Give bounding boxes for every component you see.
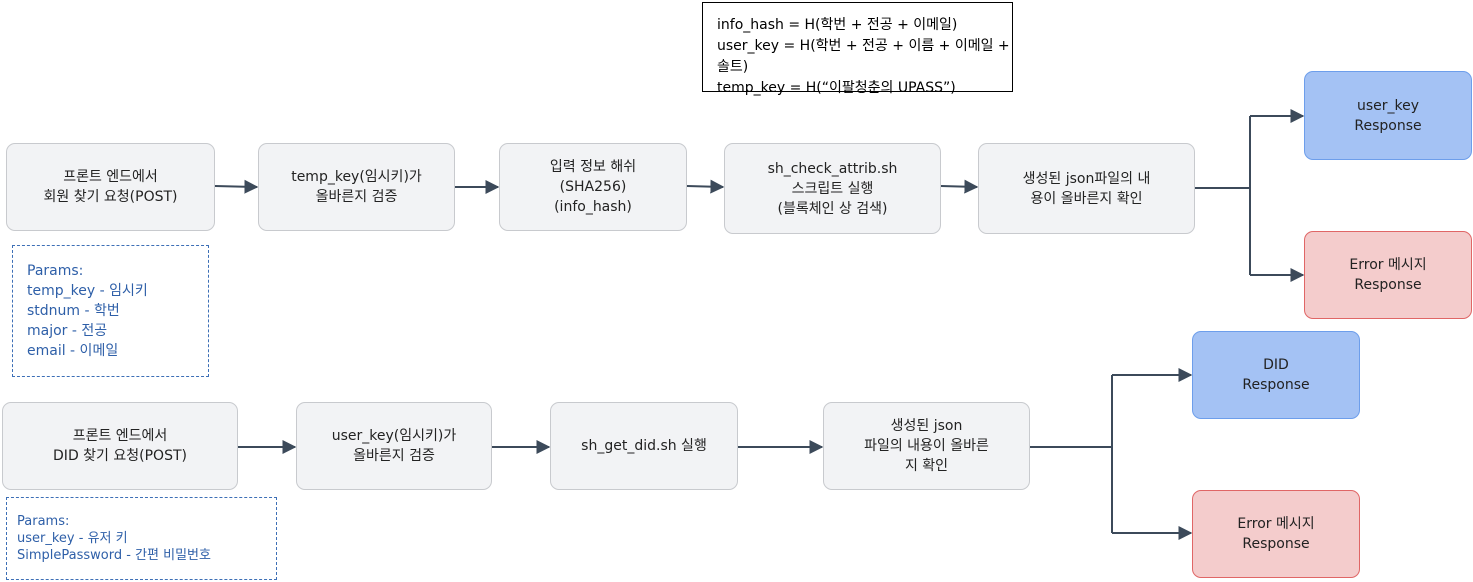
- node-line: 용이 올바른지 확인: [1030, 190, 1143, 207]
- f1-user-key-response: user_key Response: [1304, 71, 1472, 160]
- arrow-f1-1: [214, 179, 259, 194]
- f1-check-attrib-script: sh_check_attrib.sh 스크립트 실행 (블록체인 상 검색): [724, 143, 941, 234]
- node-line: 스크립트 실행: [791, 180, 874, 197]
- node-line: 생성된 json: [890, 418, 963, 434]
- f2-user-key-verify: user_key(임시키)가 올바른지 검증: [296, 402, 492, 490]
- node-line: 프론트 엔드에서: [63, 169, 158, 185]
- node-line: Error 메시지: [1349, 257, 1427, 273]
- params-line: Params:: [27, 263, 84, 279]
- arrow-f1-4: [940, 179, 979, 194]
- node-line: 올바른지 검증: [315, 189, 398, 205]
- node-line: 생성된 json파일의 내: [1022, 170, 1151, 187]
- node-line: sh_get_did.sh 실행: [581, 438, 707, 454]
- params-line: user_key - 유저 키: [17, 531, 128, 546]
- f2-json-validate: 생성된 json 파일의 내용이 올바른 지 확인: [823, 402, 1030, 490]
- f2-get-did-script: sh_get_did.sh 실행: [550, 402, 738, 490]
- node-line: temp_key(임시키)가: [291, 169, 422, 185]
- f1-temp-key-verify: temp_key(임시키)가 올바른지 검증: [258, 143, 455, 231]
- f2-did-response: DID Response: [1192, 331, 1360, 419]
- arrow-f1-3: [686, 179, 725, 194]
- f1-json-validate: 생성된 json파일의 내 용이 올바른지 확인: [978, 143, 1195, 234]
- node-line: DID 찾기 요청(POST): [53, 448, 187, 464]
- f2-error-response: Error 메시지 Response: [1192, 490, 1360, 578]
- node-line: Error 메시지: [1237, 516, 1315, 532]
- params-line: Params:: [17, 514, 70, 529]
- node-line: (SHA256): [559, 179, 627, 195]
- f1-input-hash: 입력 정보 해쉬 (SHA256) (info_hash): [499, 143, 687, 231]
- params-line: email - 이메일: [27, 343, 119, 359]
- f1-error-response: Error 메시지 Response: [1304, 231, 1472, 319]
- node-line: (info_hash): [554, 199, 632, 215]
- f1-params-box: Params: temp_key - 임시키 stdnum - 학번 major…: [12, 245, 209, 377]
- node-line: 입력 정보 해쉬: [549, 159, 637, 175]
- node-line: (블록체인 상 검색): [777, 200, 888, 217]
- formula-temp-key: temp_key = H(“이팔청춘의 UPASS”): [717, 80, 956, 96]
- f1-frontend-request: 프론트 엔드에서 회원 찾기 요청(POST): [6, 143, 215, 231]
- params-line: temp_key - 임시키: [27, 283, 148, 299]
- params-line: major - 전공: [27, 323, 108, 339]
- node-line: Response: [1354, 117, 1422, 134]
- params-line: stdnum - 학번: [27, 303, 120, 319]
- node-line: 파일의 내용이 올바른: [864, 438, 989, 454]
- node-line: 회원 찾기 요청(POST): [43, 189, 178, 205]
- formula-user-key: user_key = H(학번 + 전공 + 이름 + 이메일 + 솔트): [717, 38, 1010, 75]
- hash-formula-box: info_hash = H(학번 + 전공 + 이메일) user_key = …: [702, 2, 1013, 96]
- node-line: Response: [1354, 277, 1422, 293]
- params-line: SimplePassword - 간편 비밀번호: [17, 548, 211, 563]
- formula-info-hash: info_hash = H(학번 + 전공 + 이메일): [717, 17, 958, 33]
- f2-params-box: Params: user_key - 유저 키 SimplePassword -…: [6, 497, 277, 580]
- node-line: Response: [1242, 536, 1310, 552]
- node-line: 지 확인: [904, 458, 949, 474]
- node-line: 프론트 엔드에서: [72, 428, 168, 444]
- node-line: sh_check_attrib.sh: [767, 160, 898, 177]
- node-line: user_key: [1356, 97, 1420, 114]
- node-line: user_key(임시키)가: [331, 428, 457, 444]
- f2-frontend-request: 프론트 엔드에서 DID 찾기 요청(POST): [2, 402, 238, 490]
- node-line: DID: [1263, 357, 1289, 373]
- node-line: Response: [1242, 377, 1310, 393]
- node-line: 올바른지 검증: [353, 448, 435, 464]
